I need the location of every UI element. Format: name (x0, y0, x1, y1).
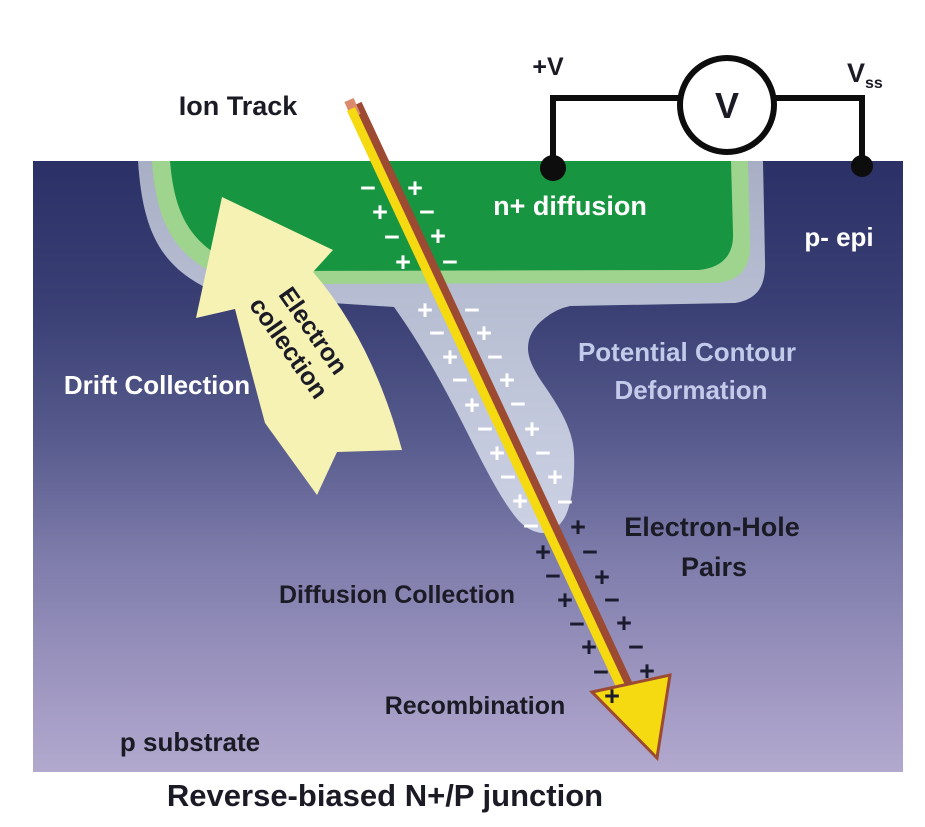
charge-minus-symbol: − (487, 342, 503, 372)
charge-minus-symbol: − (604, 585, 620, 615)
drift-collection-label: Drift Collection (64, 370, 250, 400)
plus-v-label: +V (532, 53, 564, 81)
charge-minus-symbol: − (510, 389, 526, 419)
charge-plus-symbol: + (639, 656, 655, 686)
charge-minus-symbol: − (464, 295, 480, 325)
wire-left (550, 95, 680, 168)
charge-plus-symbol: + (524, 414, 540, 444)
charge-minus-symbol: − (535, 438, 551, 468)
charge-minus-symbol: − (442, 247, 458, 277)
potential-contour-label-line1: Potential Contour (578, 337, 796, 367)
charge-plus-symbol: + (395, 247, 411, 277)
charge-plus-symbol: + (476, 318, 492, 348)
charge-plus-symbol: + (535, 537, 551, 567)
charge-plus-symbol: + (499, 365, 515, 395)
recombination-label: Recombination (385, 692, 566, 720)
potential-contour-label-line2: Deformation (614, 375, 767, 405)
wire-right (774, 95, 865, 166)
charge-plus-symbol: + (417, 295, 433, 325)
charge-minus-symbol: − (628, 632, 644, 662)
charge-minus-symbol: − (593, 657, 609, 687)
charge-minus-symbol: − (360, 173, 376, 203)
charge-plus-symbol: + (489, 438, 505, 468)
diagram-caption: Reverse-biased N+/P junction (167, 778, 603, 813)
electron-hole-label-line1: Electron-Hole (624, 512, 800, 542)
charge-plus-symbol: + (372, 197, 388, 227)
charge-plus-symbol: + (407, 173, 423, 203)
charge-minus-symbol: − (419, 197, 435, 227)
charge-plus-symbol: + (547, 462, 563, 492)
ion-track-edge (352, 101, 639, 701)
p-epi-label: p- epi (804, 222, 873, 252)
voltmeter-icon (677, 55, 777, 155)
charge-minus-symbol: − (523, 511, 539, 541)
charge-plus-symbol: + (604, 681, 620, 711)
charge-plus-symbol: + (512, 486, 528, 516)
charge-plus-symbol: + (442, 342, 458, 372)
charge-plus-symbol: + (430, 221, 446, 251)
voltmeter-label: V (715, 85, 739, 126)
electron-collection-arrow (196, 197, 402, 495)
n-diffusion-label: n+ diffusion (493, 191, 647, 221)
contact-dot-right (851, 155, 873, 177)
charge-plus-symbol: + (464, 390, 480, 420)
ion-track-label: Ion Track (179, 91, 299, 121)
charge-minus-symbol: − (545, 561, 561, 591)
ion-track-shaft (346, 107, 633, 704)
vss-label: Vss (847, 58, 883, 92)
charge-minus-symbol: − (500, 462, 516, 492)
charge-symbols-black: ++−−++−−++−−++ (535, 512, 655, 711)
bias-circuit: V +V Vss (532, 53, 883, 181)
electron-hole-label-line2: Pairs (681, 552, 747, 582)
charge-minus-symbol: − (429, 318, 445, 348)
ion-track-arrowhead (589, 673, 672, 762)
charge-plus-symbol: + (616, 608, 632, 638)
p-substrate-label: p substrate (120, 727, 260, 757)
contact-dot-left (540, 155, 566, 181)
charge-minus-symbol: − (384, 222, 400, 252)
vss-label-sub: ss (865, 75, 883, 92)
charge-plus-symbol: + (581, 632, 597, 662)
charge-minus-symbol: − (452, 365, 468, 395)
vss-label-main: V (847, 58, 865, 88)
charge-minus-symbol: − (569, 609, 585, 639)
charge-minus-symbol: − (477, 414, 493, 444)
charge-minus-symbol: − (557, 487, 573, 517)
charge-symbols-white: −++−−++−+−−++−−++−−++−−++−− (360, 173, 573, 541)
diffusion-collection-label: Diffusion Collection (279, 581, 515, 609)
charge-plus-symbol: + (594, 562, 610, 592)
charge-minus-symbol: − (582, 537, 598, 567)
charge-plus-symbol: + (557, 585, 573, 615)
ion-track-arrow (344, 97, 672, 762)
charge-plus-symbol: + (570, 512, 586, 542)
